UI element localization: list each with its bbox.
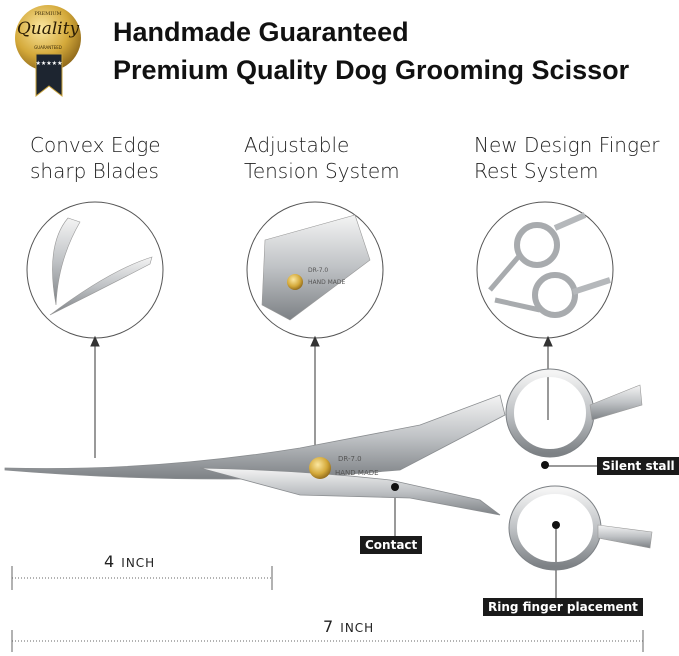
badge-guaranteed-text: GUARANTEED: [34, 45, 62, 50]
measurement-value: 4: [104, 552, 116, 571]
badge-stars: ★★★★★: [36, 60, 63, 67]
badge-premium-text: PREMIUM: [34, 11, 61, 17]
callout-silent-stall: Silent stall: [597, 457, 679, 475]
callout-contact: Contact: [360, 536, 423, 554]
engraving-text: HAND MADE: [335, 469, 379, 477]
quality-badge: PREMIUM Quality GUARANTEED ★★★★★: [15, 5, 81, 98]
headline-line-2: Premium Quality Dog Grooming Scissor: [113, 55, 630, 85]
measurement-unit: INCH: [121, 556, 156, 570]
detail-engraving-model: DR-7.0: [308, 267, 328, 274]
engraving-model: DR-7.0: [338, 455, 362, 463]
measurement-7-inch: 7 INCH: [323, 617, 374, 638]
measurement-value: 7: [323, 617, 335, 636]
badge-quality-text: Quality: [17, 19, 80, 39]
headline-line-1: Handmade Guaranteed: [113, 17, 409, 47]
feature-label-finger-rest: New Design Finger Rest System: [474, 133, 660, 183]
feature-label-tension: Adjustable Tension System: [244, 133, 400, 183]
measurement-unit: INCH: [340, 621, 375, 635]
feature-label-blades: Convex Edge sharp Blades: [30, 133, 161, 183]
measurement-4-inch: 4 INCH: [104, 552, 155, 573]
detail-circle-blades: [26, 201, 164, 339]
callout-ring-finger: Ring finger placement: [483, 598, 643, 616]
detail-engraving-text: HAND MADE: [308, 279, 346, 286]
detail-circle-finger-rest: [476, 201, 614, 339]
